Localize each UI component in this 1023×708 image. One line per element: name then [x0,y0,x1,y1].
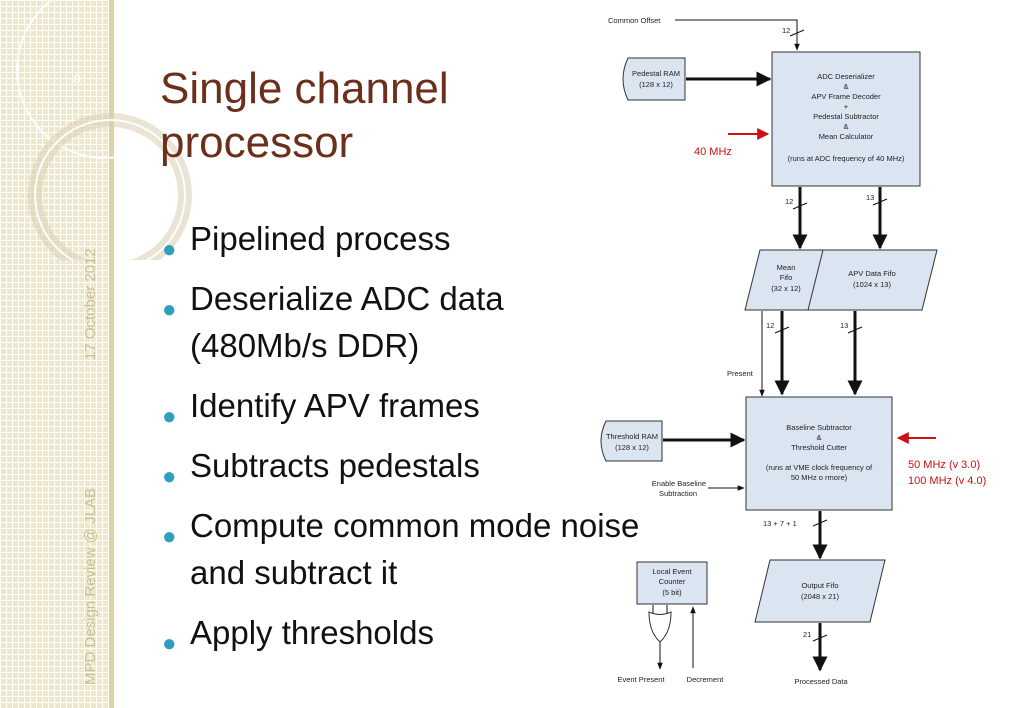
bus-tick [872,198,888,206]
apv-data-fifo [807,249,938,311]
bullet-text: Subtracts pedestals [190,447,480,484]
decorative-rings [16,0,194,260]
threshold-ram-label: Threshold RAM [606,432,658,441]
bullet-item: ● Pipelined process [160,215,740,263]
bullet-dot-icon: ● [162,463,177,490]
output-fifo [754,559,886,623]
local-event-counter [636,561,708,605]
clock-50-label: 50 MHz (v 3.0) [908,459,980,471]
processed-data-label: Processed Data [794,677,848,686]
bullet-item: ● Compute common mode noise and subtract i… [160,502,740,596]
bus-tick [792,202,808,210]
enable-baseline-label: Enable Baseline [652,479,706,488]
bullet-dot-icon: ● [162,403,177,430]
bus-tick [812,634,828,642]
slide-footer: MPD Design Review @ JLAB [82,488,99,685]
bus-tick [812,519,828,527]
bullet-item: ● Identify APV frames [160,382,740,430]
processor-block-diagram: Common Offset 12 Pedestal RAM (128 x 12)… [600,16,986,686]
bullet-dot-icon: ● [162,630,177,657]
adc-block-line: ADC Deserializer [817,72,875,81]
output-fifo-label: Output Fifo [801,581,838,590]
sidebar-edge [109,0,114,708]
common-offset-label: Common Offset [608,16,661,25]
adc-block-line: & [843,122,848,131]
output-fifo-size: (2048 x 21) [801,592,839,601]
bus-width-label: 13 [866,193,874,202]
bus-width-label: 12 [766,321,774,330]
mean-fifo-label: Fifo [780,273,793,282]
mean-fifo-label: Mean [777,263,796,272]
bus-tick [789,29,805,37]
event-counter-label: Local Event [652,567,692,576]
event-counter-size: (5 bit) [662,588,682,597]
adc-block-line: + [844,102,849,111]
baseline-block-line: Threshold Cutter [791,443,847,452]
bus-width-label: 13 + 7 + 1 [763,519,797,528]
bus-tick [774,326,790,334]
adc-block-line: Mean Calculator [819,132,874,141]
baseline-block-line: & [816,433,821,442]
common-offset-wire [675,19,800,51]
baseline-block-line: (runs at VME clock frequency of [766,463,873,472]
title-line-1: Single channel [160,64,449,113]
mean-fifo-size: (32 x 12) [771,284,801,293]
event-counter-label: Counter [659,577,686,586]
decrement-label: Decrement [687,675,725,684]
pedestal-ram [622,57,686,101]
threshold-ram-size: (128 x 12) [615,443,649,452]
baseline-subtractor-block [745,396,893,511]
title-line-2: processor [160,118,354,167]
apv-fifo-size: (1024 x 13) [853,280,891,289]
present-label: Present [727,369,754,378]
adc-block-line: APV Frame Decoder [811,92,881,101]
baseline-block-line: 50 MHz o rmore) [791,473,848,482]
bullet-text: Apply thresholds [190,614,434,651]
adc-block-line: (runs at ADC frequency of 40 MHz) [788,154,905,163]
event-present-label: Event Present [617,675,665,684]
or-gate-icon [648,611,672,643]
pedestal-ram-label: Pedestal RAM [632,69,680,78]
clock-40-label: 40 MHz [694,146,732,158]
pedestal-ram-size: (128 x 12) [639,80,673,89]
slide-title: Single channel processor [160,62,540,170]
threshold-ram [600,420,663,462]
bus-width-label: 12 [782,26,790,35]
bullet-text: Deserialize ADC data [190,280,504,317]
bullet-text: Compute common mode noise [190,507,640,544]
slide-date: 17 October 2012 [82,248,99,360]
bullet-dot-icon: ● [162,296,177,323]
bullet-dot-icon: ● [162,523,177,550]
bullet-list: ● Pipelined process ● Deserialize ADC data… [160,215,740,669]
apv-fifo-label: APV Data Fifo [848,269,896,278]
bus-tick [847,326,863,334]
bullet-text-continued: (480Mb/s DDR) [190,327,420,364]
bus-width-label: 12 [785,197,793,206]
bullet-item: ● Apply thresholds [160,609,740,657]
baseline-block-line: Baseline Subtractor [786,423,852,432]
adc-deserializer-block [771,51,921,187]
slide-number: 8 [74,72,81,86]
clock-100-label: 100 MHz (v 4.0) [908,475,986,487]
bullet-text: Pipelined process [190,220,451,257]
adc-block-line: & [843,82,848,91]
bullet-item: ● Deserialize ADC data (480Mb/s DDR) [160,275,740,369]
enable-baseline-label: Subtraction [659,489,697,498]
bullet-dot-icon: ● [162,236,177,263]
bullet-text-continued: and subtract it [190,554,398,591]
adc-block-line: Pedestal Subtractor [813,112,879,121]
bus-width-label: 21 [803,630,811,639]
bullet-text: Identify APV frames [190,387,480,424]
bus-width-label: 13 [840,321,848,330]
bullet-item: ● Subtracts pedestals [160,442,740,490]
